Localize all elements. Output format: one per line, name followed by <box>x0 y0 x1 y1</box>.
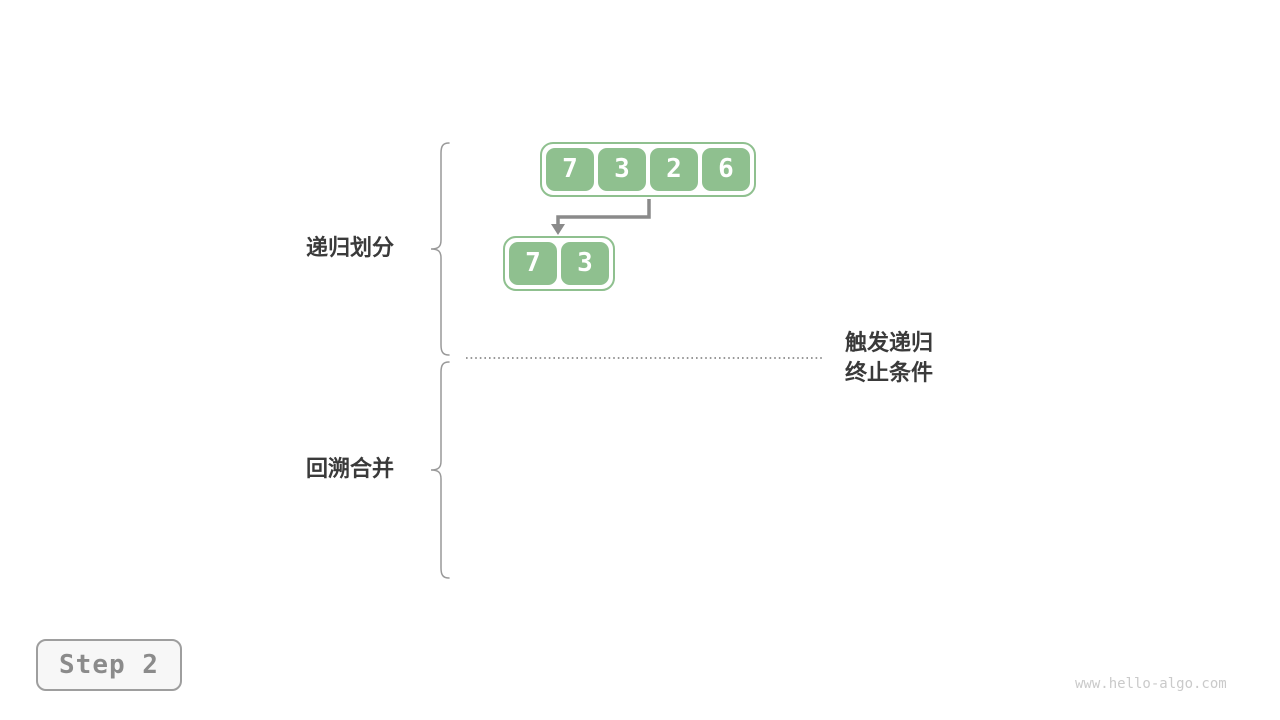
array-cell: 3 <box>561 242 609 285</box>
array-cell: 7 <box>546 148 594 191</box>
array-cell: 7 <box>509 242 557 285</box>
divide-arrow <box>556 199 651 225</box>
label-termination-line1: 触发递归 <box>845 331 934 356</box>
label-termination: 触发递归 终止条件 <box>845 329 933 389</box>
label-recursive-divide: 递归划分 <box>306 236 395 261</box>
label-termination-line2: 终止条件 <box>845 361 934 386</box>
array-cell: 2 <box>650 148 698 191</box>
label-backtrack-merge: 回溯合并 <box>306 457 395 482</box>
array-cell: 3 <box>598 148 646 191</box>
watermark: www.hello-algo.com <box>1075 676 1227 692</box>
brace-backtrack-merge <box>430 361 450 579</box>
divide-arrow-head <box>551 224 565 235</box>
array-cell: 6 <box>702 148 750 191</box>
step-badge: Step 2 <box>36 639 182 691</box>
brace-recursive-divide <box>430 142 450 356</box>
